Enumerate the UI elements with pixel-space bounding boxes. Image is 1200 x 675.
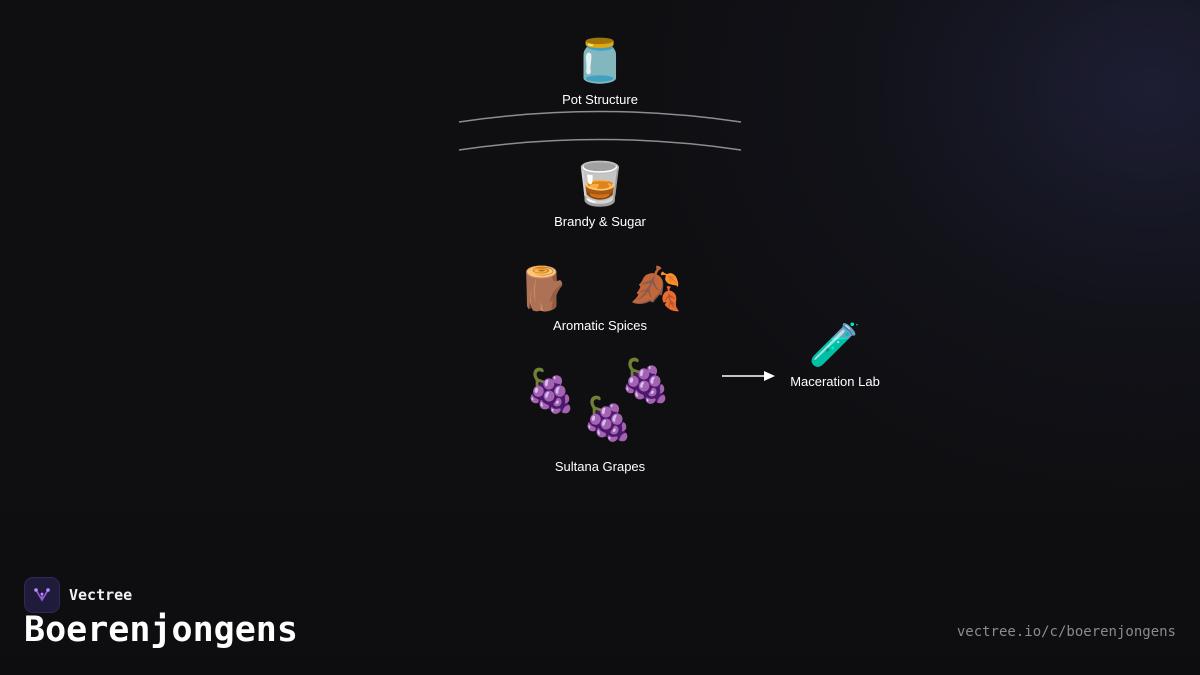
jar-rim-curve-top (458, 110, 742, 123)
tumbler-glass-icon: 🥃 (573, 159, 627, 208)
source-url[interactable]: vectree.io/c/boerenjongens (956, 624, 1176, 640)
jar-rim-curve-bottom (458, 138, 742, 151)
wood-log-icon: 🪵 (516, 264, 570, 313)
sultana-grapes-label: Sultana Grapes (554, 459, 646, 474)
grapes-icon: 🍇 (619, 356, 673, 405)
jar-icon: 🫙 (573, 36, 627, 85)
page-title: Boerenjongens (24, 610, 298, 650)
grapes-icon: 🍇 (581, 394, 635, 443)
grapes-icon: 🍇 (524, 366, 578, 415)
vectree-logo-icon (24, 577, 60, 613)
flow-arrow-head (764, 371, 775, 381)
brand-name: Vectree (69, 586, 133, 604)
brandy-sugar-label: Brandy & Sugar (554, 214, 646, 229)
test-tube-icon: 🧪 (808, 320, 862, 369)
brand: Vectree (24, 577, 132, 613)
maceration-lab-label: Maceration Lab (790, 374, 880, 389)
fallen-leaf-icon: 🍂 (629, 264, 683, 313)
aromatic-spices-label: Aromatic Spices (553, 318, 647, 333)
pot-structure-label: Pot Structure (562, 92, 638, 107)
